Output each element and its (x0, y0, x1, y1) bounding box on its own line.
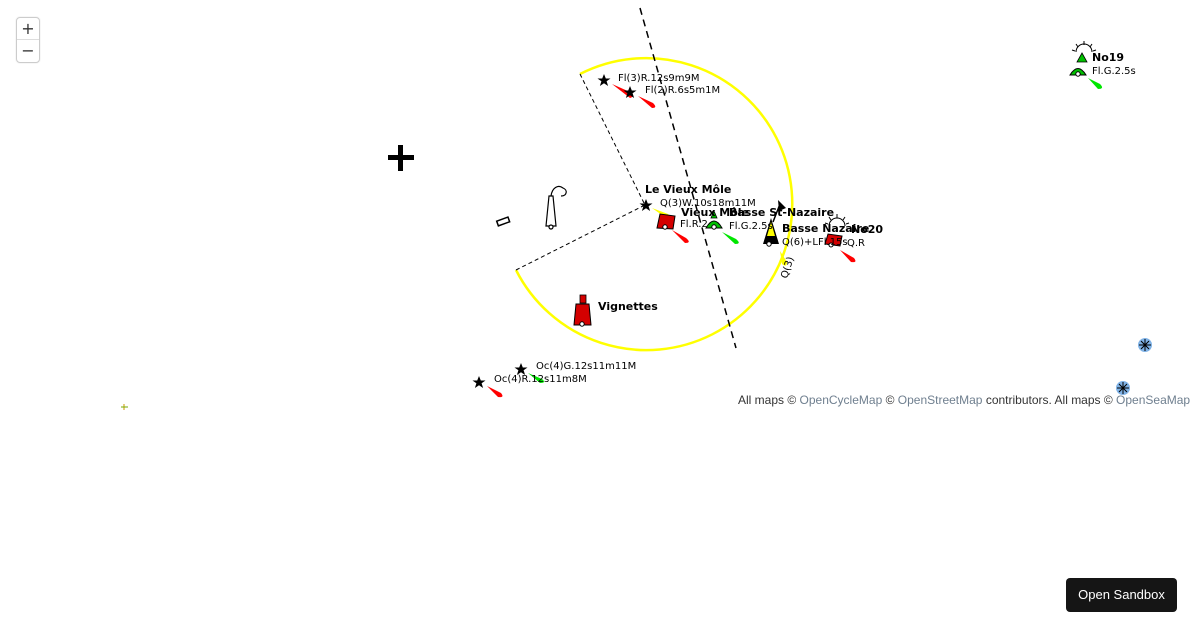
star-icon (597, 74, 611, 86)
light-label: Fl.G.2.5s (729, 221, 773, 232)
buoy-name: Vignettes (598, 300, 658, 313)
openseamap-link[interactable]: OpenSeaMap (1116, 393, 1191, 407)
opencyclemap-link[interactable]: OpenCycleMap (799, 393, 883, 407)
light-label: Fl(2)R.6s5m1M (645, 85, 720, 96)
red-lighted-buoy-icon (824, 214, 850, 248)
light-label: Oc(4)G.12s11m11M (536, 361, 636, 372)
light-sector-arc (514, 56, 794, 352)
red-light-flare-icon (840, 250, 856, 263)
green-light-flare-icon (722, 232, 739, 244)
small-mark-icon (121, 404, 128, 410)
green-light-flare-icon (1088, 78, 1103, 89)
star-icon (514, 363, 528, 375)
red-light-flare-icon (487, 386, 503, 398)
zoom-in-button[interactable]: + (17, 18, 39, 40)
chimney-icon (545, 185, 567, 230)
light-label: Fl.R.2 (680, 219, 708, 230)
yellow-light-flare-icon (780, 251, 787, 266)
map-attribution: All maps © OpenCycleMap © OpenStreetMap … (738, 393, 1190, 407)
seamark-overlay: Fl(3)R.12s9m9M Fl(2)R.6s5m1M Le Vieux Mô… (121, 7, 1152, 410)
attribution-text: © (882, 393, 898, 407)
wreck-mark-icon (1138, 338, 1152, 352)
light-label: Fl(3)R.12s9m9M (618, 73, 700, 84)
light-label: Fl.G.2.5s (1092, 66, 1136, 77)
star-icon (639, 199, 653, 211)
green-buoy-icon (705, 209, 723, 230)
red-light-flare-icon (638, 96, 656, 108)
green-lighted-buoy-icon (1069, 41, 1097, 77)
attribution-text: All maps © (738, 393, 800, 407)
light-label: Q(3)W.10s18m11M (660, 198, 756, 209)
openstreetmap-link[interactable]: OpenStreetMap (897, 393, 983, 407)
green-light-flare-icon (528, 373, 545, 383)
open-sandbox-button[interactable]: Open Sandbox (1066, 578, 1177, 612)
light-label: Q(6)+LFl.15s (782, 237, 848, 248)
buoy-name: Vieux Môle (681, 206, 749, 219)
zoom-out-button[interactable]: − (21, 41, 35, 60)
buoy-name: Basse St-Nazaire (729, 206, 834, 219)
star-icon (472, 376, 486, 388)
red-light-flare-icon (672, 230, 689, 243)
buoy-name: Basse Nazaire (782, 222, 869, 235)
buoy-name: No19 (1092, 51, 1124, 64)
cardinal-buoy-icon (763, 200, 786, 247)
red-pillar-buoy-icon (573, 294, 592, 327)
mooring-icon (495, 216, 511, 227)
church-cross-icon (388, 145, 414, 171)
lighthouse-name: Le Vieux Môle (645, 183, 731, 196)
map-viewport[interactable]: Fl(3)R.12s9m9M Fl(2)R.6s5m1M Le Vieux Mô… (0, 0, 1200, 410)
attribution-text: contributors. All maps © (982, 393, 1117, 407)
light-label: Q.R (847, 238, 865, 249)
zoom-control: + − (16, 17, 40, 63)
light-label: Oc(4)R.12s11m8M (494, 374, 587, 385)
leading-line (639, 7, 737, 349)
sector-limit-line (579, 73, 646, 206)
star-icon (623, 86, 637, 98)
red-buoy-icon (656, 213, 676, 230)
sector-limit-line (515, 204, 646, 271)
wreck-mark-icon (1116, 381, 1130, 395)
buoy-name: No20 (851, 223, 883, 236)
